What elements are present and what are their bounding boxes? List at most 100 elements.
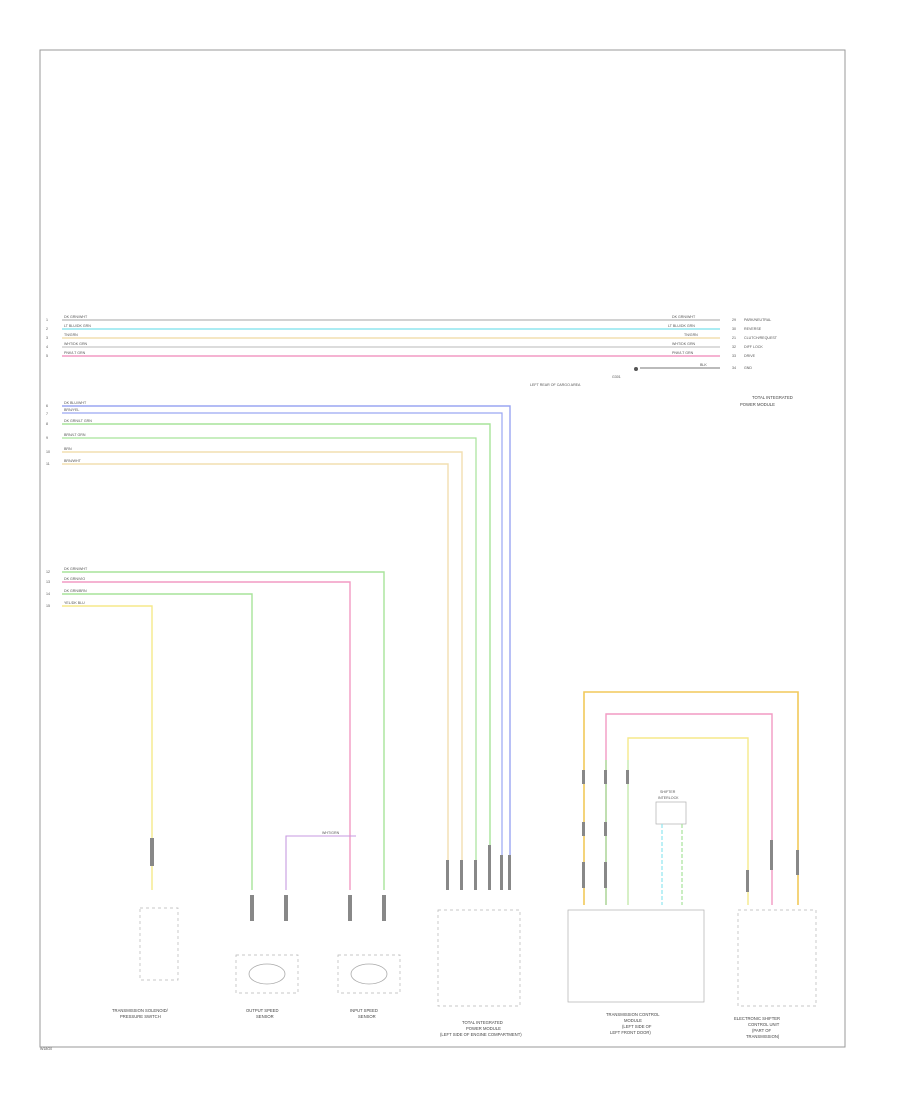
top-right-func-5: DRIVE — [744, 354, 756, 358]
corner-code: W18G0 — [40, 1047, 52, 1051]
top-right-label-3: TN/GRN — [684, 333, 698, 337]
ground-label: G301 — [612, 375, 621, 379]
mid-wire-5 — [62, 451, 463, 880]
ground-sublabel: LEFT REAR OF CARGO AREA — [530, 383, 581, 387]
top-left-label-2: LT BLU/DK GRN — [64, 324, 91, 328]
top-left-pin-2: 2 — [46, 327, 48, 331]
mid-wire-2 — [62, 412, 503, 880]
components: TRANSMISSION SOLENOID/ PRESSURE SWITCH O… — [112, 907, 817, 1039]
top-right-func-4: DIFF LOCK — [744, 345, 763, 349]
shifter-label-2: INTERLOCK — [658, 796, 679, 800]
mid-label-4: BRN/LT GRN — [64, 433, 86, 437]
top-left-label-1: DK GRN/WHT — [64, 315, 88, 319]
diagram-frame — [39, 49, 846, 1048]
shifter-label-1: SHIFTER — [660, 790, 676, 794]
tipm-caption-2: POWER MODULE — [466, 1026, 501, 1031]
loop-yellow — [627, 737, 749, 905]
top-right-label-1: DK GRN/WHT — [672, 315, 696, 319]
tipm-caption-1: TOTAL INTEGRATED — [462, 1020, 503, 1025]
top-right-pin-4: 32 — [732, 345, 736, 349]
top-right-label-5: PNK/LT GRN — [672, 351, 694, 355]
tipm-box — [437, 909, 521, 1007]
low-wire-3 — [62, 593, 253, 890]
top-right-label-6: BLK — [700, 363, 707, 367]
input-speed-sensor-icon — [350, 963, 388, 985]
top-left-pin-4: 4 — [46, 345, 48, 349]
mid-label-6: BRN/WHT — [64, 459, 82, 463]
top-right-func-2: REVERSE — [744, 327, 762, 331]
low-label-3: DK GRN/BRN — [64, 589, 87, 593]
top-right-pin-6: 34 — [732, 366, 736, 370]
connector-ticks — [150, 770, 799, 921]
mid-pin-5: 10 — [46, 450, 50, 454]
mid-pin-2: 7 — [46, 412, 48, 416]
eshifter-caption-2: CONTROL UNIT — [748, 1022, 780, 1027]
top-left-label-4: WHT/DK GRN — [64, 342, 88, 346]
top-left-pin-5: 5 — [46, 354, 48, 358]
mid-label-5: BRN — [64, 447, 72, 451]
top-right-label-4: WHT/DK GRN — [672, 342, 696, 346]
tcm-caption-4: LEFT FRONT DOOR) — [610, 1030, 651, 1035]
mid-pin-6: 11 — [46, 462, 50, 466]
tcm-caption-3: (LEFT SIDE OF — [622, 1024, 652, 1029]
mid-wire-1 — [62, 405, 511, 880]
low-pin-3: 14 — [46, 592, 50, 596]
mid-wire-4 — [62, 437, 477, 880]
mid-label-1: DK BLU/WHT — [64, 401, 87, 405]
mid-wire-3 — [62, 423, 491, 880]
splice-wire — [285, 835, 356, 890]
mid-pin-3: 8 — [46, 422, 48, 426]
low-wire-2 — [62, 581, 351, 890]
top-left-label-3: TN/GRN — [64, 333, 78, 337]
output-speed-sensor-box — [235, 954, 299, 994]
low-wire-1 — [62, 571, 385, 890]
trans-solenoid-box — [139, 907, 179, 981]
right-loops: SHIFTER INTERLOCK — [583, 691, 799, 905]
tcm-caption-2: MODULE — [624, 1018, 642, 1023]
top-right-func-3: CLUTCH/REQUEST — [744, 336, 778, 340]
trans-range-caption-2: PRESSURE SWITCH — [120, 1014, 161, 1019]
input-speed-caption-2: SENSOR — [358, 1014, 376, 1019]
mid-pin-4: 9 — [46, 436, 48, 440]
low-pin-1: 12 — [46, 570, 50, 574]
output-speed-caption-1: OUTPUT SPEED — [246, 1008, 279, 1013]
mid-label-2: BRN/YEL — [64, 408, 79, 412]
output-speed-caption-2: SENSOR — [256, 1014, 274, 1019]
low-pin-2: 13 — [46, 580, 50, 584]
output-speed-sensor-icon — [248, 963, 286, 985]
tcm-caption-1: TRANSMISSION CONTROL — [606, 1012, 660, 1017]
eshifter-caption-4: TRANSMISSION) — [746, 1034, 780, 1039]
loop-orange — [583, 691, 799, 905]
low-label-4: YEL/DK BLU — [64, 601, 85, 605]
top-left-label-5: PNK/LT GRN — [64, 351, 86, 355]
ground-point — [634, 367, 638, 371]
top-right-pin-5: 33 — [732, 354, 736, 358]
low-pin-4: 15 — [46, 604, 50, 608]
mid-pin-1: 6 — [46, 404, 48, 408]
lower-bus: 12 13 14 15 DK GRN/WHT DK GRN/VIO DK GRN… — [46, 567, 385, 890]
input-speed-sensor-box — [337, 954, 401, 994]
top-right-func-1: PARK/NEUTRAL — [744, 318, 771, 322]
eshifter-caption-3: (PART OF — [752, 1028, 772, 1033]
low-label-2: DK GRN/VIO — [64, 577, 85, 581]
input-speed-caption-1: INPUT SPEED — [350, 1008, 378, 1013]
splice-label: WHT/GRN — [322, 831, 340, 835]
top-right-pin-1: 29 — [732, 318, 736, 322]
tcm-box — [567, 909, 705, 1003]
top-right-func-6: GND — [744, 366, 752, 370]
low-label-1: DK GRN/WHT — [64, 567, 88, 571]
trans-range-caption-1: TRANSMISSION SOLENOID/ — [112, 1008, 169, 1013]
top-bus: 1 2 3 4 5 DK GRN/WHT LT BLU/DK GRN TN/GR… — [46, 315, 793, 407]
tipm-caption-3: (LEFT SIDE OF ENGINE COMPARTMENT) — [440, 1032, 522, 1037]
tipm-top-caption-2: POWER MODULE — [740, 402, 775, 407]
top-right-pin-2: 30 — [732, 327, 736, 331]
tipm-top-caption-1: TOTAL INTEGRATED — [752, 395, 793, 400]
mid-wire-6 — [62, 463, 449, 880]
low-wire-4 — [62, 605, 153, 890]
mid-label-3: DK GRN/LT GRN — [64, 419, 92, 423]
top-right-pin-3: 21 — [732, 336, 736, 340]
top-left-pin-1: 1 — [46, 318, 48, 322]
middle-bus: 6 7 8 9 10 11 DK BLU/WHT BRN/YEL DK GRN/… — [46, 401, 511, 880]
eshifter-caption-1: ELECTRONIC SHIFTER — [734, 1016, 780, 1021]
